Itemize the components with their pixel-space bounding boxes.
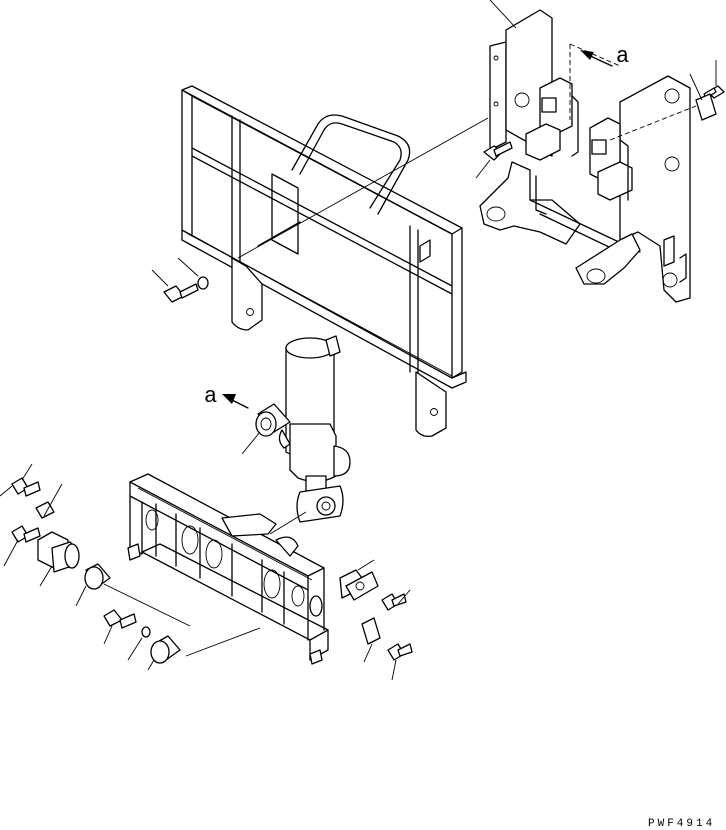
pin-right xyxy=(339,559,379,601)
pin-left xyxy=(37,531,80,587)
hydraulic-cylinder xyxy=(278,335,351,523)
bolt-top-right xyxy=(609,60,725,141)
bolt-right-upper xyxy=(381,589,411,611)
plate-right xyxy=(361,617,381,663)
plate-left xyxy=(35,483,63,519)
view-label-lower: a xyxy=(204,384,217,409)
bolt-washer-lower xyxy=(103,609,151,661)
bolt-left-lower xyxy=(3,525,41,567)
bolt-plate xyxy=(475,141,513,179)
view-arrow-lower: a xyxy=(204,384,249,409)
bushing-left xyxy=(75,563,191,627)
leader-top-plate xyxy=(489,0,517,29)
bolt-left-upper xyxy=(0,463,41,497)
figure-code: PWF4914 xyxy=(648,818,715,830)
latch-assembly-left xyxy=(525,77,579,161)
leader-cylinder-frame xyxy=(269,511,307,535)
sideshift-frame xyxy=(127,473,329,665)
view-arrow-upper: a xyxy=(569,43,629,120)
carriage-frame xyxy=(181,85,467,438)
bolt-upper-left xyxy=(151,257,209,303)
mounting-plates xyxy=(479,9,691,303)
view-label-upper: a xyxy=(616,44,629,69)
leader-frame-mount xyxy=(237,117,489,259)
bushing-lower xyxy=(147,627,261,671)
bolt-right-lower xyxy=(387,643,413,681)
bushing-upper xyxy=(241,403,291,455)
latch-assembly-right xyxy=(589,117,633,201)
